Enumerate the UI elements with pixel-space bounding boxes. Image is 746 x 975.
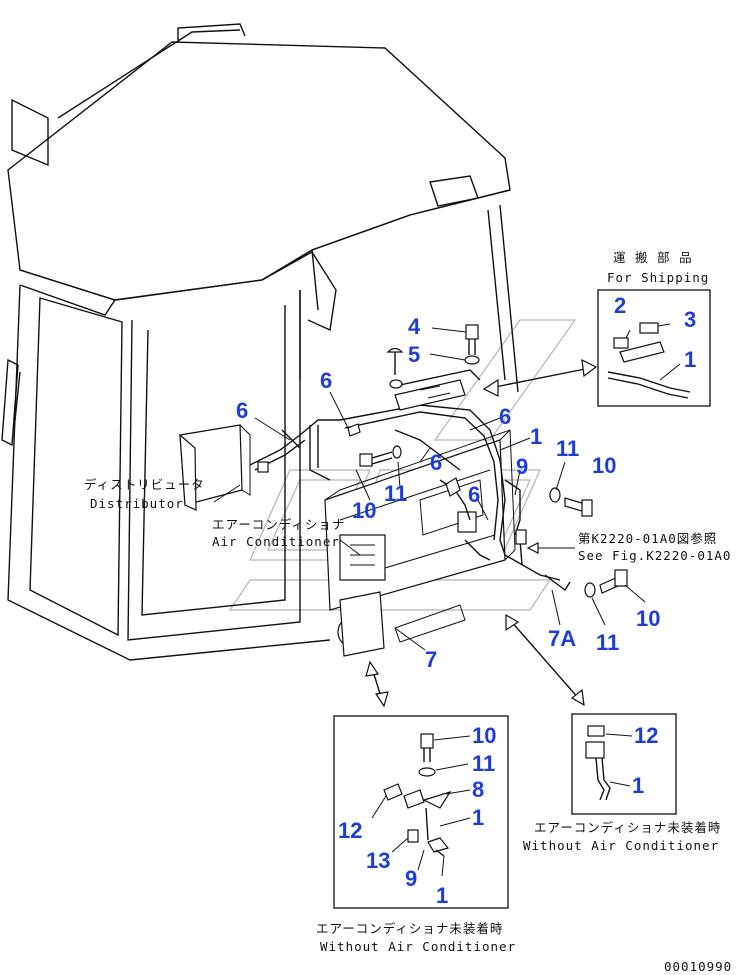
callout-7a: 7A: [548, 626, 576, 651]
aircon-label-en: Air Conditioner: [212, 534, 340, 549]
see-fig-label-en: See Fig.K2220-01A0: [578, 548, 731, 563]
right-without-ac-box: [571, 713, 677, 815]
callout-8-bottom: 8: [472, 777, 484, 802]
reference-arrows: [365, 358, 598, 708]
without-ac-bottom-label-jp: エアーコンディショナ未装着時: [316, 921, 503, 936]
for-shipping-label-jp: 運 搬 部 品: [613, 250, 693, 265]
callout-12-bottom: 12: [338, 818, 362, 843]
callout-6-top: 6: [320, 368, 332, 393]
callout-6-left: 6: [236, 398, 248, 423]
bottom-without-ac-box: [333, 715, 509, 909]
callout-10-left: 10: [352, 498, 376, 523]
callout-12-right: 12: [634, 723, 658, 748]
callout-11-left: 11: [384, 481, 407, 506]
cab-frame: [1, 23, 519, 661]
callout-11-right: 11: [556, 436, 579, 461]
text-labels: 運 搬 部 品 For Shipping ディストリビュータ Distribut…: [84, 250, 732, 974]
callout-11-lower: 11: [596, 630, 619, 655]
callout-1-shipping: 1: [684, 347, 696, 372]
part-number-callouts: 4 5 6 6 6 6 6 1 9 11 10 11 10 7 7A 11 10…: [236, 293, 696, 908]
without-ac-right-label-jp: エアーコンディショナ未装着時: [534, 820, 721, 835]
callout-10-bottom: 10: [472, 723, 496, 748]
aircon-label-jp: エアーコンディショナ: [212, 517, 345, 532]
callout-5: 5: [408, 342, 420, 367]
callout-6-right: 6: [499, 404, 511, 429]
without-ac-right-label-en: Without Air Conditioner: [523, 838, 719, 853]
air-conditioner-unit: [324, 429, 516, 657]
callout-1-right: 1: [632, 773, 644, 798]
callout-4: 4: [408, 314, 421, 339]
callout-9-bottom: 9: [405, 866, 417, 891]
callout-7: 7: [425, 647, 437, 672]
wiring-harness: [309, 369, 571, 592]
distributor-label-en: Distributor: [90, 496, 184, 511]
callout-2-shipping: 2: [614, 293, 626, 318]
callout-9-main: 9: [516, 454, 528, 479]
leader-lines-main: [213, 327, 646, 651]
see-fig-label-jp: 第K2220-01A0図参照: [578, 531, 717, 546]
callout-1-bottom-b: 1: [436, 883, 448, 908]
drawing-number: 00010990: [664, 959, 732, 974]
callout-1-bottom-a: 1: [472, 805, 484, 830]
fasteners-main: [347, 324, 628, 598]
for-shipping-label-en: For Shipping: [607, 270, 709, 285]
callout-10-right: 10: [592, 453, 616, 478]
callout-3-shipping: 3: [684, 307, 696, 332]
callout-1-main: 1: [530, 424, 542, 449]
callout-6-lower: 6: [468, 482, 480, 507]
callout-13-bottom: 13: [366, 848, 390, 873]
callout-10-lower: 10: [636, 606, 660, 631]
distributor-label-jp: ディストリビュータ: [84, 477, 205, 492]
distributor-unit: [179, 419, 340, 511]
for-shipping-box: [597, 289, 711, 407]
callout-6-mid: 6: [430, 450, 442, 475]
without-ac-bottom-label-en: Without Air Conditioner: [320, 939, 516, 954]
callout-11-bottom: 11: [472, 751, 495, 776]
